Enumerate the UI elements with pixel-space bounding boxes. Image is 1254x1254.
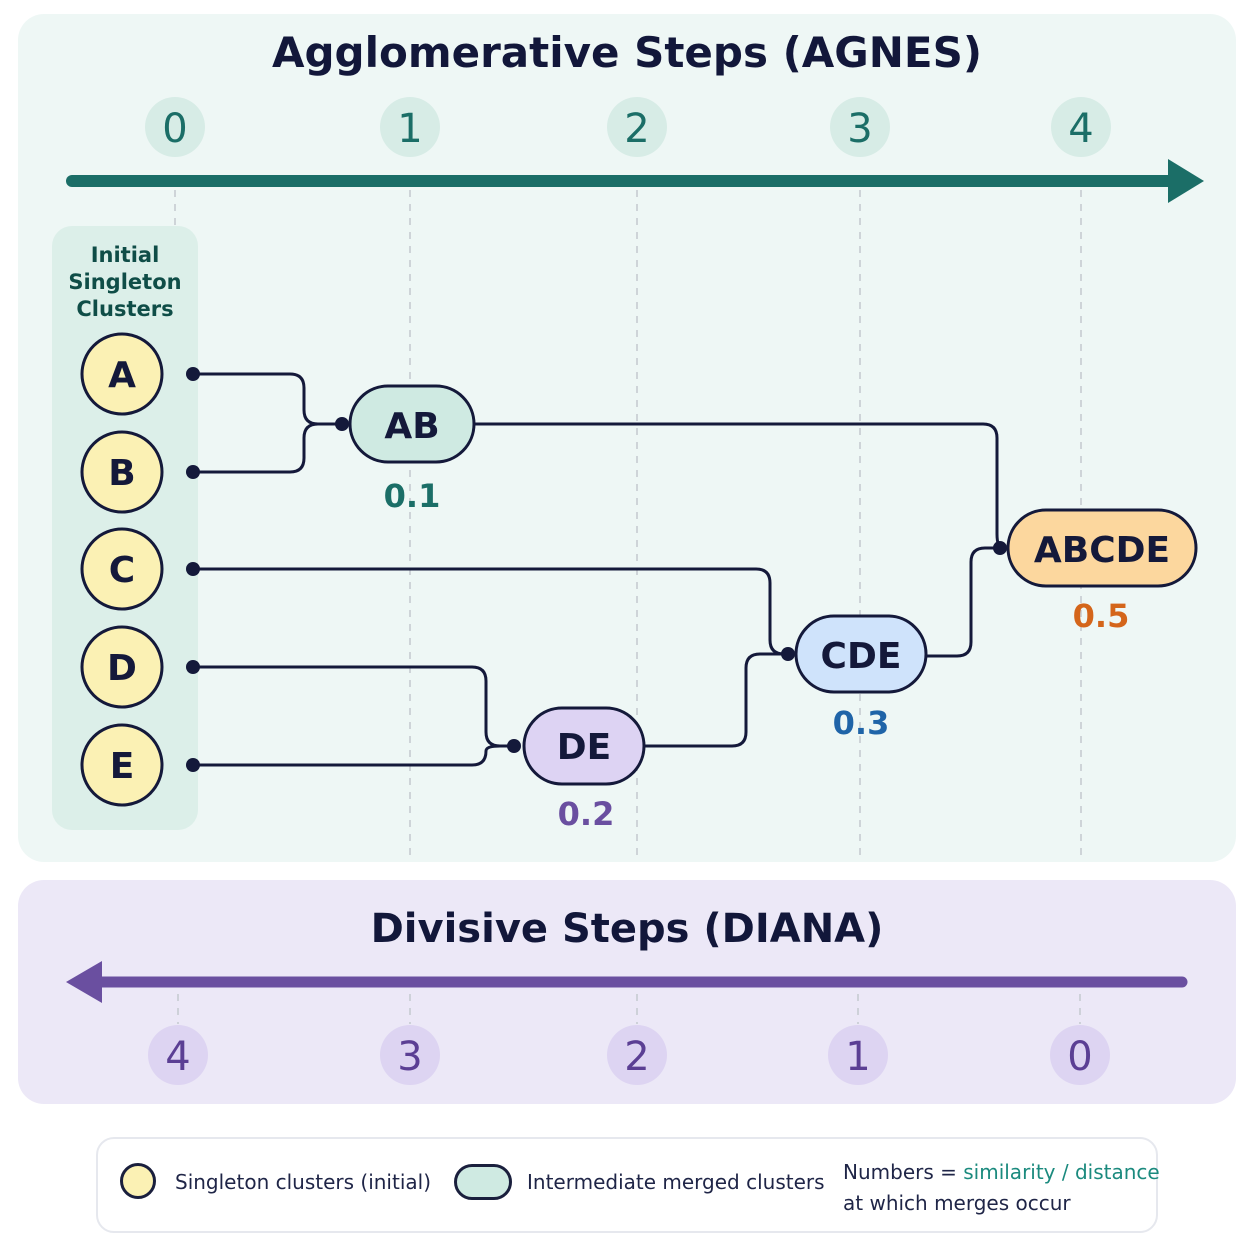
diana-step-2-bubble [607, 1025, 667, 1085]
singleton-title-line-2: Singleton [68, 270, 182, 294]
legend-note: Numbers = similarity / distance at which… [843, 1157, 1160, 1219]
legend-note-line-2: at which merges occur [843, 1191, 1071, 1215]
agnes-step-markers: 0 1 2 3 4 [145, 97, 1111, 157]
agnes-step-4: 4 [1068, 106, 1093, 152]
connector-c-cde [193, 567, 788, 656]
cluster-abcde-value: 0.5 [1073, 597, 1130, 635]
cluster-ab-label: AB [384, 406, 439, 447]
connector-dots [186, 367, 1007, 772]
agnes-step-1: 1 [397, 106, 422, 152]
singleton-title-line-1: Initial [90, 243, 160, 267]
agnes-step-3: 3 [847, 106, 872, 152]
diana-step-2: 2 [624, 1034, 649, 1080]
connector-e-de [193, 744, 501, 767]
agnes-step-1-bubble [380, 97, 440, 157]
cluster-ab-value: 0.1 [384, 477, 441, 515]
cluster-de-label: DE [557, 727, 611, 768]
singleton-d-circle [80, 625, 164, 709]
singleton-b-circle [80, 430, 164, 514]
singleton-title-line-3: Clusters [76, 297, 174, 321]
diana-title: Divisive Steps (DIANA) [370, 906, 884, 952]
singleton-c-circle [80, 527, 164, 611]
legend-note-prefix: Numbers = [843, 1160, 964, 1184]
legend-intermediate-swatch [454, 1164, 512, 1200]
cluster-de-pill [522, 706, 646, 786]
legend [96, 1137, 1158, 1233]
singleton-e-circle [80, 723, 164, 807]
diana-step-1: 1 [845, 1034, 870, 1080]
singleton-b-label: B [108, 453, 135, 494]
step-guides [174, 190, 1082, 1024]
cluster-cde-value: 0.3 [833, 704, 890, 742]
cluster-cde-pill [794, 614, 928, 694]
singleton-e-label: E [110, 746, 135, 787]
singleton-nodes: A B C D E [80, 332, 164, 807]
diana-step-3: 3 [397, 1034, 422, 1080]
connector-de-cde [644, 652, 788, 748]
legend-singleton-swatch [120, 1163, 156, 1199]
legend-singleton-label: Singleton clusters (initial) [175, 1170, 431, 1194]
agnes-step-2: 2 [624, 106, 649, 152]
connector-b-ab [193, 422, 319, 474]
diana-step-4-bubble [148, 1025, 208, 1085]
diana-step-0-bubble [1050, 1025, 1110, 1085]
diana-step-1-bubble [828, 1025, 888, 1085]
agnes-step-3-bubble [830, 97, 890, 157]
cluster-de-value: 0.2 [558, 795, 615, 833]
diana-step-3-bubble [380, 1025, 440, 1085]
diana-arrow-head [66, 961, 102, 1003]
agnes-arrow-head [1168, 159, 1204, 203]
cluster-ab-pill [348, 384, 476, 464]
connector-ab-abcde [474, 422, 1004, 550]
cluster-abcde-label: ABCDE [1034, 530, 1170, 571]
connector-cde-abcde [926, 546, 1003, 658]
legend-note-accent: similarity / distance [963, 1160, 1160, 1184]
agnes-step-0: 0 [162, 106, 187, 152]
legend-note-line-1: Numbers = similarity / distance [843, 1157, 1160, 1188]
singleton-column-title: Initial Singleton Clusters [52, 242, 198, 323]
connector-a-ab [193, 372, 342, 426]
diana-step-4: 4 [165, 1034, 190, 1080]
singleton-a-label: A [108, 355, 136, 396]
singleton-d-label: D [107, 648, 137, 689]
cluster-abcde-pill [1006, 508, 1198, 588]
merged-nodes: AB 0.1 DE 0.2 CDE 0.3 ABCDE 0.5 [348, 384, 1198, 833]
singleton-a-circle [80, 332, 164, 416]
agnes-step-2-bubble [607, 97, 667, 157]
agnes-step-4-bubble [1051, 97, 1111, 157]
singleton-c-label: C [109, 550, 135, 591]
agnes-title: Agglomerative Steps (AGNES) [271, 28, 983, 77]
legend-intermediate-label: Intermediate merged clusters [527, 1170, 825, 1194]
connector-d-de [193, 665, 514, 748]
agnes-step-0-bubble [145, 97, 205, 157]
diana-step-markers: 4 3 2 1 0 [148, 1025, 1110, 1085]
cluster-cde-label: CDE [821, 636, 902, 677]
diana-step-0: 0 [1067, 1034, 1092, 1080]
